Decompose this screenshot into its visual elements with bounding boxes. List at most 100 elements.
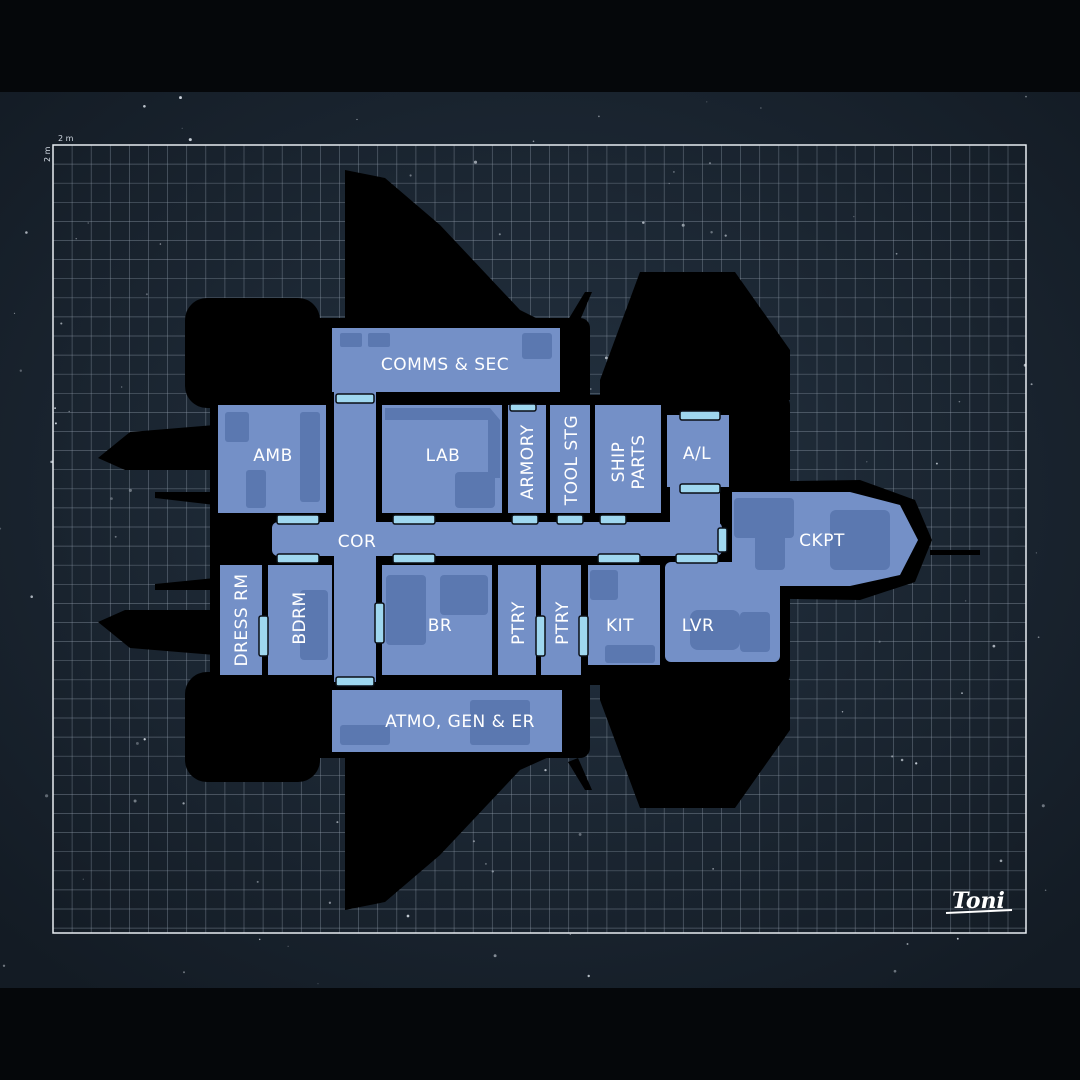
scale-label-x: 2 m <box>58 134 74 143</box>
star <box>82 878 84 880</box>
star <box>110 497 113 500</box>
door <box>374 602 385 644</box>
rear-spike-top <box>155 492 215 505</box>
star <box>712 868 714 870</box>
star <box>145 293 148 296</box>
door <box>276 514 320 525</box>
artist-signature: Toni <box>945 888 1013 914</box>
star <box>256 880 259 883</box>
star <box>54 422 57 425</box>
label-ptry-1: PTRY <box>509 601 529 645</box>
door <box>335 676 375 687</box>
star <box>25 231 28 234</box>
upper-antenna <box>568 292 592 325</box>
star <box>900 758 904 762</box>
star <box>143 738 146 741</box>
room-armory <box>508 405 546 513</box>
star <box>493 954 497 958</box>
star <box>45 794 49 798</box>
door <box>535 615 546 657</box>
star <box>336 821 339 824</box>
star <box>961 692 963 694</box>
star <box>708 162 712 165</box>
signature-underline <box>945 909 1013 914</box>
star <box>1035 552 1037 554</box>
star <box>590 388 592 390</box>
signature-text: Toni <box>952 888 1005 914</box>
star <box>958 400 961 403</box>
star <box>895 252 898 255</box>
star <box>706 101 708 103</box>
star <box>0 527 2 530</box>
label-atmo-gen-er: ATMO, GEN & ER <box>385 712 535 732</box>
label-comms-sec: COMMS & SEC <box>381 355 509 375</box>
star <box>60 322 63 325</box>
star <box>1041 804 1045 808</box>
star <box>188 138 192 142</box>
star <box>498 233 501 236</box>
star <box>935 462 938 465</box>
star <box>1025 95 1027 98</box>
star <box>473 160 478 164</box>
corridor-main <box>272 522 722 556</box>
label-dress-rm: DRESS RM <box>232 573 252 666</box>
room-labels: COMMS & SEC AMB LAB ARMORY TOOL STG SHIP… <box>232 355 844 732</box>
star <box>532 140 535 143</box>
star <box>484 862 487 865</box>
star <box>760 107 762 109</box>
door <box>578 615 589 657</box>
star <box>87 222 89 224</box>
star <box>893 969 897 973</box>
star <box>866 461 868 463</box>
star <box>406 914 410 918</box>
lower-antenna <box>568 758 592 790</box>
label-tool-stg: TOOL STG <box>562 415 582 506</box>
star <box>724 234 727 237</box>
room-ship-parts <box>595 405 661 513</box>
star <box>30 595 33 598</box>
room-ptry-1 <box>498 565 536 675</box>
star <box>999 859 1003 863</box>
star <box>75 238 77 240</box>
star <box>19 369 22 372</box>
star <box>642 221 645 224</box>
star <box>258 938 261 941</box>
label-armory: ARMORY <box>518 424 538 500</box>
room-ptry-2 <box>541 565 581 675</box>
star <box>1030 383 1033 386</box>
star <box>598 115 600 118</box>
forward-pod-top <box>600 272 790 410</box>
label-cor: COR <box>338 532 377 552</box>
doors <box>258 393 728 687</box>
star <box>965 600 967 602</box>
star <box>544 768 547 772</box>
star <box>287 945 289 947</box>
star <box>182 802 185 805</box>
star <box>114 535 117 538</box>
star <box>328 901 332 904</box>
room-details <box>225 333 890 745</box>
star <box>992 644 996 648</box>
star <box>409 174 412 177</box>
nose-probe <box>930 550 980 555</box>
forward-pod-bottom <box>600 670 790 808</box>
room-tool-stg <box>550 405 590 513</box>
star <box>183 971 185 974</box>
star <box>2 964 6 967</box>
star <box>68 410 70 413</box>
label-lvr: LVR <box>682 616 715 636</box>
door <box>509 403 537 412</box>
grid-border <box>52 144 1027 934</box>
label-ship-parts-line1: SHIP <box>609 442 629 483</box>
star <box>956 937 959 940</box>
upper-wing <box>345 170 570 332</box>
label-br: BR <box>428 616 452 636</box>
door <box>392 553 436 564</box>
room-airlock <box>667 415 729 487</box>
door <box>276 553 320 564</box>
room-dress-rm <box>220 565 262 675</box>
door <box>675 553 719 564</box>
star <box>121 386 123 388</box>
